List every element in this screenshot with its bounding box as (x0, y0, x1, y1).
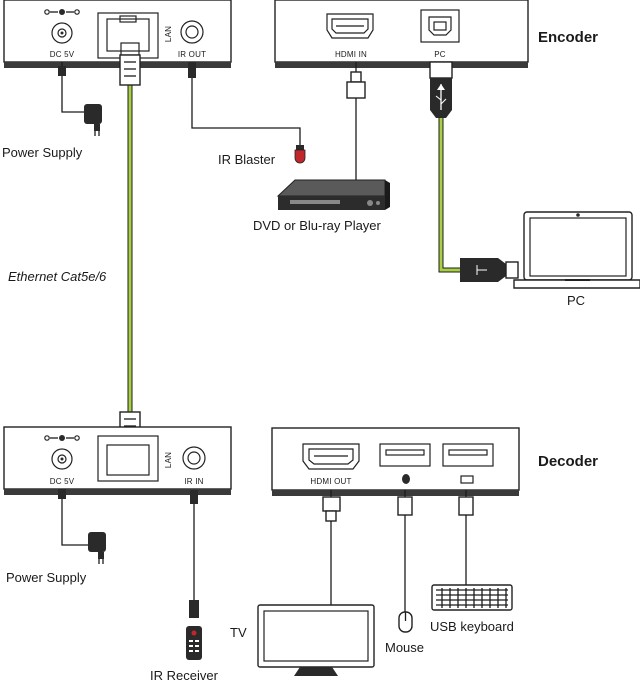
decoder-left-unit: DC 5V LAN IR IN (3, 426, 232, 495)
remote-control-icon (186, 626, 202, 660)
decoder-lan-label: LAN (164, 452, 173, 468)
ir-receiver-label: IR Receiver (150, 668, 219, 683)
dvd-player-icon (276, 179, 390, 210)
mouse-small-icon (402, 474, 410, 484)
encoder-dc-label: DC 5V (50, 50, 75, 59)
keyboard-cable (458, 490, 474, 585)
encoder-lan-label: LAN (164, 26, 173, 42)
encoder-left-unit: DC 5V LAN IR OUT (3, 0, 232, 68)
encoder-ir-label: IR OUT (178, 50, 206, 59)
ir-port-icon (182, 446, 206, 470)
decoder-right-unit: HDMI OUT (271, 427, 520, 496)
power-supply-top-label: Power Supply (2, 145, 83, 160)
power-supply-icon (58, 62, 102, 136)
lan-port-icon (97, 435, 159, 482)
ethernet-cable (119, 42, 141, 455)
ir-blaster-cable (188, 62, 301, 145)
decoder-hdmi-label: HDMI OUT (310, 477, 351, 486)
usb-cable-pc (429, 61, 519, 282)
encoder-right-unit: HDMI IN PC (274, 0, 529, 68)
dvd-label: DVD or Blu-ray Player (253, 218, 382, 233)
usb-a-port-icon (379, 443, 431, 467)
pc-label: PC (567, 293, 585, 308)
keyboard-label: USB keyboard (430, 619, 514, 634)
decoder-title: Decoder (538, 453, 598, 470)
hdmi-cable-decoder (322, 490, 341, 605)
power-supply-bottom-label: Power Supply (6, 570, 87, 585)
usb-b-port-icon (420, 9, 460, 43)
tv-label: TV (230, 625, 247, 640)
ir-blaster-icon (294, 145, 306, 164)
mouse-icon (398, 611, 413, 633)
encoder-pc-label: PC (434, 50, 446, 59)
power-supply-icon (58, 489, 106, 564)
ir-blaster-label: IR Blaster (218, 152, 276, 167)
encoder-hdmi-label: HDMI IN (335, 50, 367, 59)
mouse-cable (397, 490, 413, 612)
encoder-title: Encoder (538, 29, 598, 46)
tv-icon (257, 604, 375, 676)
usb-a-port-icon (442, 443, 494, 467)
mouse-label: Mouse (385, 640, 424, 655)
laptop-icon (513, 211, 640, 289)
dc-jack-icon (44, 435, 80, 470)
ethernet-label: Ethernet Cat5e/6 (8, 269, 107, 284)
hdmi-port-icon (302, 443, 360, 470)
dc-jack-icon (44, 9, 80, 44)
ir-receiver-cable (189, 490, 199, 618)
keyboard-icon (431, 584, 513, 611)
hdmi-cable-encoder (346, 62, 366, 180)
hdmi-port-icon (326, 13, 374, 39)
decoder-ir-label: IR IN (184, 477, 203, 486)
keyboard-small-icon (460, 475, 474, 484)
decoder-dc-label: DC 5V (50, 477, 75, 486)
ir-port-icon (180, 20, 204, 44)
usb-symbol-icon (435, 84, 447, 110)
